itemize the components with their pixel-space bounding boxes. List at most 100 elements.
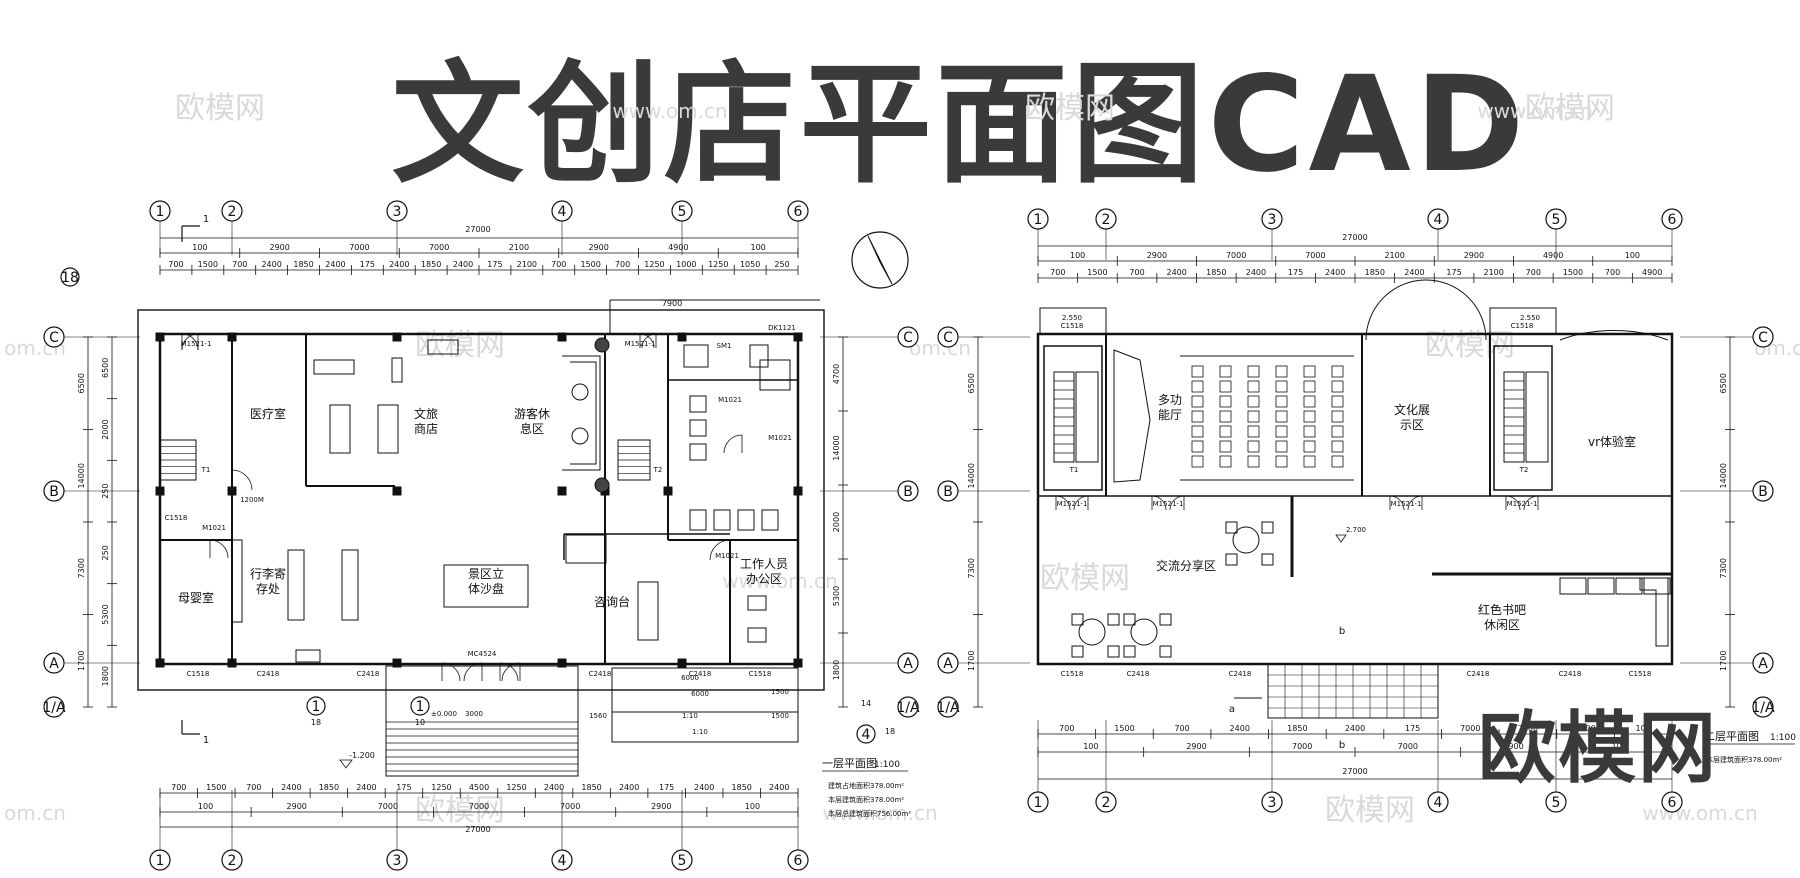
label-line: 休闲区 bbox=[1484, 618, 1520, 632]
axis-bubble-label: 6 bbox=[794, 853, 803, 869]
round-table bbox=[1078, 618, 1106, 646]
axis-bubble bbox=[60, 267, 80, 287]
shelf bbox=[313, 359, 355, 375]
dimension-label: 100 bbox=[1612, 742, 1627, 751]
stair-tag: T1 bbox=[201, 466, 211, 474]
north-arrow-ring bbox=[851, 231, 909, 289]
level-mark: 2.550 bbox=[1520, 314, 1540, 322]
hall-seat bbox=[1303, 365, 1316, 378]
chair bbox=[1071, 645, 1084, 658]
window-tag: C1518 bbox=[749, 670, 772, 678]
dimension-label: 1850 bbox=[421, 260, 441, 269]
dimension-label: 7000 bbox=[1305, 251, 1325, 260]
plan-note: 本层建筑面积378.00m² bbox=[828, 795, 904, 804]
detail-ref: 18 bbox=[311, 718, 321, 727]
hall-seat bbox=[1275, 380, 1288, 393]
door-tag: M1021 bbox=[202, 524, 226, 532]
chair bbox=[1225, 553, 1238, 566]
hall-seat bbox=[1331, 380, 1344, 393]
window-tag: C1518 bbox=[1629, 670, 1652, 678]
dimension-label: 9900 bbox=[1503, 742, 1523, 751]
structural-column bbox=[227, 332, 237, 342]
ramp-dim: 3000 bbox=[465, 710, 483, 718]
watermark-url: www.om.cn bbox=[1477, 99, 1592, 123]
chair bbox=[1123, 645, 1136, 658]
washbasin bbox=[759, 359, 791, 391]
door-tag: M1521-1 bbox=[625, 340, 656, 348]
hall-seat bbox=[1247, 410, 1260, 423]
dimension-label: 100 bbox=[745, 802, 760, 811]
axis-bubble-label: 5 bbox=[1552, 212, 1561, 228]
hall-seat bbox=[1219, 395, 1232, 408]
urinal bbox=[689, 509, 707, 531]
door-tag: M1521-1 bbox=[1057, 500, 1088, 508]
dimension-label: 175 bbox=[487, 260, 502, 269]
door-m1521 bbox=[1505, 495, 1521, 511]
hall-seat bbox=[1219, 455, 1232, 468]
room-label: 文化展示区 bbox=[1394, 402, 1430, 432]
chair bbox=[1123, 613, 1136, 626]
office-desk bbox=[747, 595, 767, 611]
axis-bubble-label: 6 bbox=[1668, 795, 1677, 811]
axis-bubble bbox=[856, 724, 876, 744]
label-line: 工作人员 bbox=[740, 557, 788, 571]
stair-landing bbox=[1525, 371, 1549, 463]
label-line: 多功 bbox=[1158, 393, 1182, 407]
dimension-label: 100 bbox=[1636, 724, 1651, 733]
dimension-label: 1500 bbox=[580, 260, 600, 269]
shelf bbox=[427, 339, 459, 355]
dimension-label: 175 bbox=[396, 783, 411, 792]
display-table bbox=[377, 404, 399, 454]
sandbox-model bbox=[443, 564, 529, 608]
plan-note: 本层总建筑面积756.00m² bbox=[828, 809, 911, 818]
dimension-label: 700 bbox=[171, 783, 186, 792]
hall-seat bbox=[1331, 395, 1344, 408]
hall-seat bbox=[1191, 395, 1204, 408]
axis-bubble-label: B bbox=[903, 484, 913, 500]
dimension-label: 175 bbox=[1446, 268, 1461, 277]
dimension-label: 2400 bbox=[1404, 268, 1424, 277]
door-tag: DK1121 bbox=[768, 324, 796, 332]
section-mark: 1 bbox=[203, 214, 209, 225]
level-mark: 2.550 bbox=[1062, 314, 1082, 322]
dimension-label: 175 bbox=[360, 260, 375, 269]
room-label: 母婴室 bbox=[178, 590, 214, 605]
axis-bubble-label: 1 bbox=[1034, 795, 1043, 811]
round-table bbox=[1130, 618, 1158, 646]
dimension-label: 2900 bbox=[588, 243, 608, 252]
dimension-label: 700 bbox=[1174, 724, 1189, 733]
dimension-label: 700 bbox=[551, 260, 566, 269]
dimension-label: 1850 bbox=[1206, 268, 1226, 277]
axis-bubble-label: B bbox=[1758, 484, 1768, 500]
dimension-label: 7000 bbox=[349, 243, 369, 252]
toilet bbox=[683, 344, 709, 368]
label-line: 体沙盘 bbox=[468, 581, 504, 596]
dimension-label: 14000 bbox=[77, 463, 86, 488]
dimension-label: 1500 bbox=[1563, 268, 1583, 277]
urinal bbox=[761, 509, 779, 531]
plant bbox=[594, 337, 610, 353]
ramp-dim: 1:10 bbox=[692, 728, 708, 736]
dimension-label: 2100 bbox=[509, 243, 529, 252]
dimension-label: 700 bbox=[1526, 268, 1541, 277]
marker-label: a bbox=[1229, 704, 1235, 715]
room-label: 景区立体沙盘 bbox=[468, 566, 504, 596]
sofa bbox=[562, 355, 601, 471]
axis-bubble-label: B bbox=[943, 484, 953, 500]
axis-bubble-label: 4 bbox=[1434, 212, 1443, 228]
urinal bbox=[737, 509, 755, 531]
axis-bubble-label: 3 bbox=[393, 204, 402, 220]
chair bbox=[1261, 521, 1274, 534]
bookshelf-corner bbox=[1639, 577, 1669, 647]
door-m1021 bbox=[723, 434, 743, 454]
hall-seat bbox=[1219, 425, 1232, 438]
hall-seat bbox=[1219, 365, 1232, 378]
structural-column bbox=[155, 658, 165, 668]
dimension-label: 250 bbox=[774, 260, 789, 269]
dimension-label: 1250 bbox=[431, 783, 451, 792]
total-dimension: 27000 bbox=[465, 825, 490, 834]
dimension-label: 2400 bbox=[281, 783, 301, 792]
window-tag: C2418 bbox=[689, 670, 712, 678]
door-tag: M1021 bbox=[715, 552, 739, 560]
